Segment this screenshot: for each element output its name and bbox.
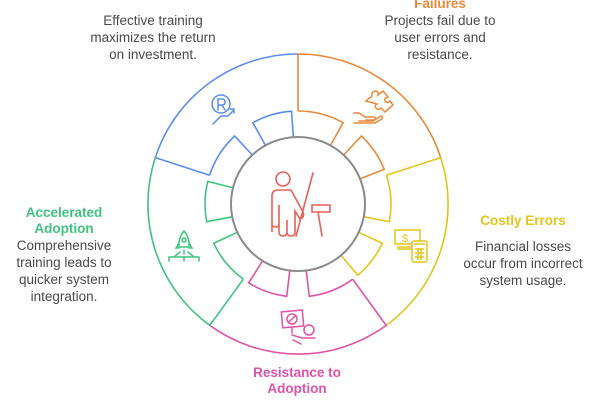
segment-costly-outline <box>341 156 449 327</box>
segment-costly-description: Financial losses occur from incorrect sy… <box>463 239 583 288</box>
svg-text:$: $ <box>402 233 408 245</box>
segment-accelerated-text: Accelerated Adoption Comprehensive train… <box>5 205 123 305</box>
segment-accelerated-title: Accelerated Adoption <box>25 205 103 236</box>
money-calculator-icon: $ <box>394 229 428 263</box>
segment-resistance-text: Resistance to Adoption <box>237 365 357 397</box>
trainer-presenting-icon <box>271 171 331 237</box>
roi-growth-icon <box>211 94 235 125</box>
segment-roi-description: Effective training maximizes the return … <box>90 13 216 62</box>
segment-resistance-outline <box>209 261 388 355</box>
segment-costly-text: Costly Errors Financial losses occur fro… <box>463 213 583 289</box>
segment-roi-text: Effective training maximizes the return … <box>88 12 218 63</box>
rocket-launch-icon <box>168 229 200 262</box>
segment-failures-text: Failures Projects fail due to user error… <box>370 0 510 63</box>
segment-failures-description: Projects fail due to user errors and res… <box>384 13 496 62</box>
segment-accelerated-outline <box>147 157 244 327</box>
segment-resistance-title: Resistance to Adoption <box>253 365 341 396</box>
segment-costly-title: Costly Errors <box>480 213 566 228</box>
segment-accelerated-description: Comprehensive training leads to quicker … <box>16 238 112 304</box>
segment-rings <box>147 53 449 355</box>
blocked-sign-person-icon <box>280 309 316 345</box>
segment-failures-outline <box>297 53 442 180</box>
puzzle-hand-icon <box>353 89 395 124</box>
segment-failures-title: Failures <box>414 0 466 11</box>
segment-roi-outline <box>154 53 299 177</box>
